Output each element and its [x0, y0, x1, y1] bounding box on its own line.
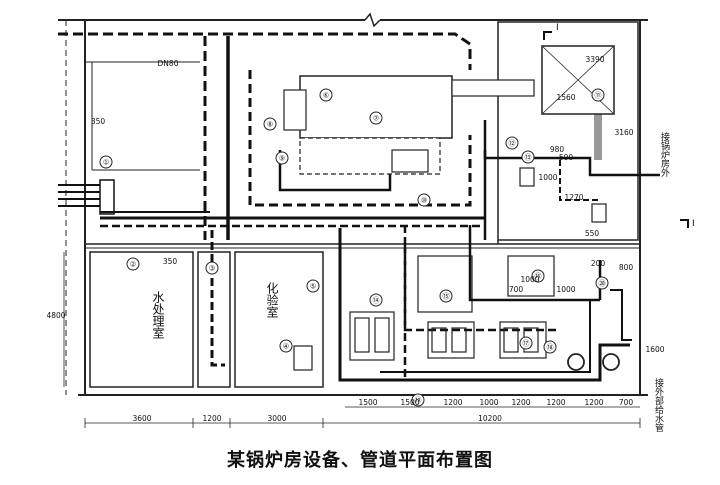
section-marks	[543, 31, 689, 228]
dim-right-200: 200	[591, 259, 606, 268]
equipment-tag-label: ⑬	[525, 154, 532, 162]
equipment-tag-label: ⑲	[415, 397, 422, 405]
dim-bottom-1200a: 1200	[202, 414, 221, 423]
equipment-tag-label: ⑤	[310, 283, 316, 291]
left-room-label: 水处理室	[151, 291, 165, 339]
mid-room-label: 化验室	[265, 282, 279, 318]
dim-mid-v3: 1270	[564, 193, 583, 202]
dim-right-1000: 1000	[556, 285, 575, 294]
equipment-tag-label: ⑫	[509, 140, 516, 148]
right-bottom-label: 接外部给水管	[653, 377, 664, 432]
dim-mid-small2: 500	[559, 153, 574, 162]
boiler-unit	[283, 45, 615, 175]
dim-bottom-1200c: 1200	[511, 398, 530, 407]
equipment-tag-label: ④	[283, 343, 289, 351]
equipment-tag-label: ⑦	[373, 115, 379, 123]
dim-bottom-1000: 1000	[479, 398, 498, 407]
equipment-tag-label: ⑧	[267, 121, 273, 129]
equipment-tag-label: ⑨	[279, 155, 285, 163]
equipment-tag-label: ⑯	[535, 273, 542, 281]
dim-mid-v2: 1000	[538, 173, 557, 182]
equipment-tag-label: ⑭	[373, 297, 380, 305]
dim-mid-v1: 980	[550, 145, 565, 154]
equipment-tags: ① ② ③ ④ ⑤ ⑥ ⑦ ⑧ ⑨ ⑩ ⑪ ⑫ ⑬ ⑭ ⑮ ⑯ ⑰ ⑱ ⑲ ⑳	[99, 88, 609, 407]
dim-right-1600: 1600	[645, 345, 664, 354]
section-mark-top: I	[556, 23, 559, 33]
equipment-tag-label: ⑰	[523, 340, 530, 348]
equipment-tag-label: ①	[103, 159, 109, 167]
dim-bottom-3600: 3600	[132, 414, 151, 423]
drawing-caption: 某锅炉房设备、管道平面布置图	[227, 450, 493, 471]
dim-bottom-3000: 3000	[267, 414, 286, 423]
dim-bottom-1200e: 1200	[584, 398, 603, 407]
equipment-tag-label: ②	[130, 261, 136, 269]
dim-top-left: 350	[91, 117, 106, 126]
dim-mid-small1: 550	[585, 229, 600, 238]
dim-box-1000: 1000	[520, 275, 539, 284]
dim-left-v: 4800	[46, 311, 65, 320]
dim-bottom-1500: 1500	[358, 398, 377, 407]
dim-bottom-1200d: 1200	[546, 398, 565, 407]
section-mark-bottom: I	[692, 219, 695, 229]
equipment-tag-label: ⑮	[443, 293, 450, 301]
dimension-texts: 350 DN80 3390 1560 3160 980 1000 1270 55…	[46, 55, 664, 423]
dim-top-pipe: DN80	[158, 59, 179, 68]
equipment-tag-label: ⑥	[323, 92, 329, 100]
right-top-label: 接锅炉房外	[659, 131, 670, 178]
equipment-tag-label: ⑪	[595, 92, 602, 100]
dim-bottom-total: 10200	[478, 414, 502, 423]
dimension-lines	[63, 252, 641, 428]
equipment-tag-label: ③	[209, 265, 215, 273]
pump-groups	[293, 167, 620, 371]
equipment-tag-label: ⑱	[547, 344, 554, 352]
equipment-tag-label: ⑳	[599, 280, 606, 288]
dim-chimney-w: 3390	[585, 55, 604, 64]
dim-boiler-side: 3160	[614, 128, 633, 137]
equipment-tag-label: ⑩	[421, 197, 427, 205]
dim-left-350: 350	[163, 257, 178, 266]
dim-bottom-1500b: 1500	[400, 398, 419, 407]
dim-bottom-1200b: 1200	[443, 398, 462, 407]
dim-box-700: 700	[509, 285, 524, 294]
dim-chimney-h: 1560	[556, 93, 575, 102]
dim-right-800: 800	[619, 263, 634, 272]
building-walls	[58, 12, 648, 396]
dim-bottom-700: 700	[619, 398, 634, 407]
